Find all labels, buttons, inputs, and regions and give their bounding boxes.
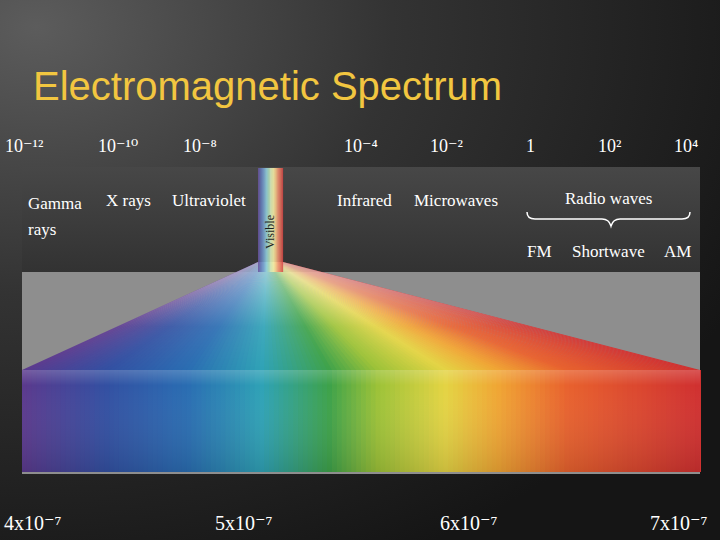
wavelength-scale: 10⁻¹⁰ [98,136,138,158]
label-holder: AM [664,242,691,262]
wavelength-scale: 10⁻² [430,136,463,158]
visible-wavelength: 4x10⁻⁷ [4,511,62,535]
label-holder: 6x10⁻⁷ [440,511,498,535]
label-holder: Ultraviolet [172,191,246,211]
label-holder: Gamma rays [28,191,90,242]
label-holder: 10⁻⁸ [183,136,217,158]
region-name: Infrared [337,191,392,211]
spectrum-band [22,167,700,272]
visible-band-shade [22,370,700,472]
wavelength-scale: 1 [526,136,535,158]
label-holder: 10² [598,136,621,158]
label-holder: 1 [526,136,535,158]
band-name: AM [664,242,691,262]
label-holder: Visible [263,215,277,249]
region-name: X rays [106,191,151,211]
label-holder: 5x10⁻⁷ [215,511,273,535]
region-name: Ultraviolet [172,191,246,211]
slide-title: Electromagnetic Spectrum [33,63,502,109]
label-holder: FM [527,242,552,262]
label-holder: Infrared [337,191,392,211]
wavelength-scale: 10² [598,136,621,158]
wavelength-scale: 10⁻⁴ [344,136,378,158]
label-holder: Microwaves [414,191,498,211]
label-holder: Radio waves [565,189,652,209]
label-holder: 4x10⁻⁷ [4,511,62,535]
visible-strip [258,168,283,272]
title-block: Electromagnetic Spectrum [33,63,502,109]
band-name: Shortwave [572,242,645,262]
region-name: Visible [263,215,277,249]
radio-bracket [527,212,690,226]
label-holder: 10⁻¹² [5,136,43,158]
visible-wavelength: 5x10⁻⁷ [215,511,273,535]
strip-glow [258,168,283,272]
label-holder: 10⁴ [674,136,698,158]
visible-wavelength: 6x10⁻⁷ [440,511,498,535]
band-name: FM [527,242,552,262]
visible-wavelength: 7x10⁻⁷ [650,511,708,535]
label-holder: 10⁻⁴ [344,136,378,158]
label-holder: 7x10⁻⁷ [650,511,708,535]
region-name: Gamma rays [28,191,90,242]
wavelength-scale: 10⁻⁸ [183,136,217,158]
visible-band [22,370,701,472]
visible-funnel [22,262,700,370]
wavelength-scale: 10⁻¹² [5,136,43,158]
label-holder: Shortwave [572,242,645,262]
wavelength-scale: 10⁴ [674,136,698,158]
label-holder: X rays [106,191,151,211]
region-name: Microwaves [414,191,498,211]
funnel-glow [22,262,700,370]
region-name: Radio waves [565,189,652,209]
label-holder: 10⁻² [430,136,463,158]
label-holder: 10⁻¹⁰ [98,136,138,158]
